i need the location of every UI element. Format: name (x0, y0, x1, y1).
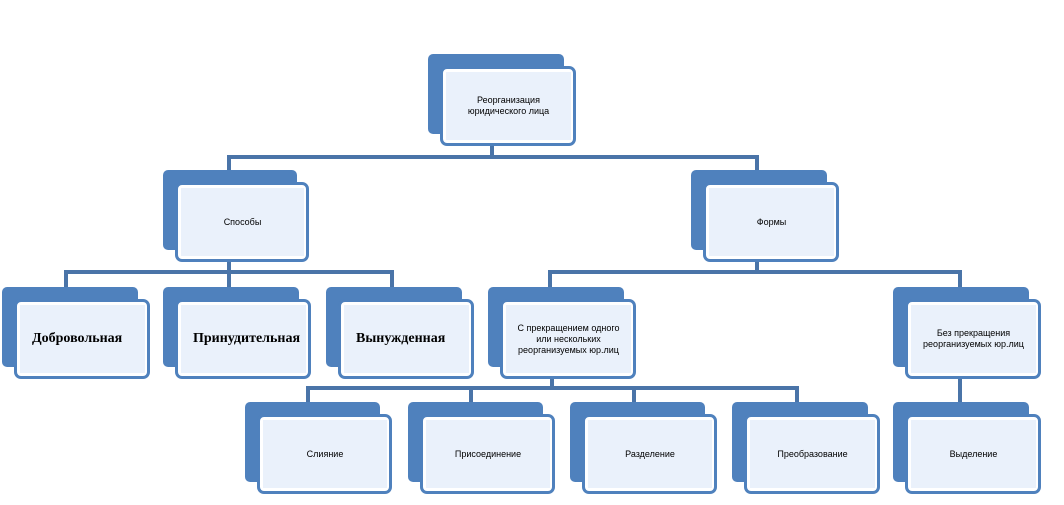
root-node: Реорганизация юридического лица (428, 54, 576, 146)
accession-node: Присоединение (408, 402, 555, 494)
without-termination-node: Без прекращения реорганизуемых юр.лиц (893, 287, 1041, 379)
merger-node: Слияние (245, 402, 392, 494)
transformation-node: Преобразование (732, 402, 880, 494)
forms-label: Формы (709, 188, 834, 256)
spin-off-label: Выделение (911, 420, 1036, 488)
methods-node: Способы (163, 170, 309, 262)
method-compelled-node: Вынужденная (326, 287, 474, 379)
division-label: Разделение (588, 420, 712, 488)
methods-label: Способы (181, 188, 304, 256)
accession-label: Присоединение (426, 420, 550, 488)
root-label: Реорганизация юридического лица (446, 72, 571, 140)
method-compelled-label: Вынужденная (344, 305, 469, 373)
with-termination-node: С прекращением одного или нескольких рео… (488, 287, 636, 379)
without-termination-label: Без прекращения реорганизуемых юр.лиц (911, 305, 1036, 373)
merger-label: Слияние (263, 420, 387, 488)
forms-node: Формы (691, 170, 839, 262)
division-node: Разделение (570, 402, 717, 494)
method-forced-label: Принудительная (181, 305, 306, 373)
transformation-label: Преобразование (750, 420, 875, 488)
method-voluntary-node: Добровольная (2, 287, 150, 379)
spin-off-node: Выделение (893, 402, 1041, 494)
method-forced-node: Принудительная (163, 287, 311, 379)
with-termination-label: С прекращением одного или нескольких рео… (506, 305, 631, 373)
method-voluntary-label: Добровольная (20, 305, 145, 373)
